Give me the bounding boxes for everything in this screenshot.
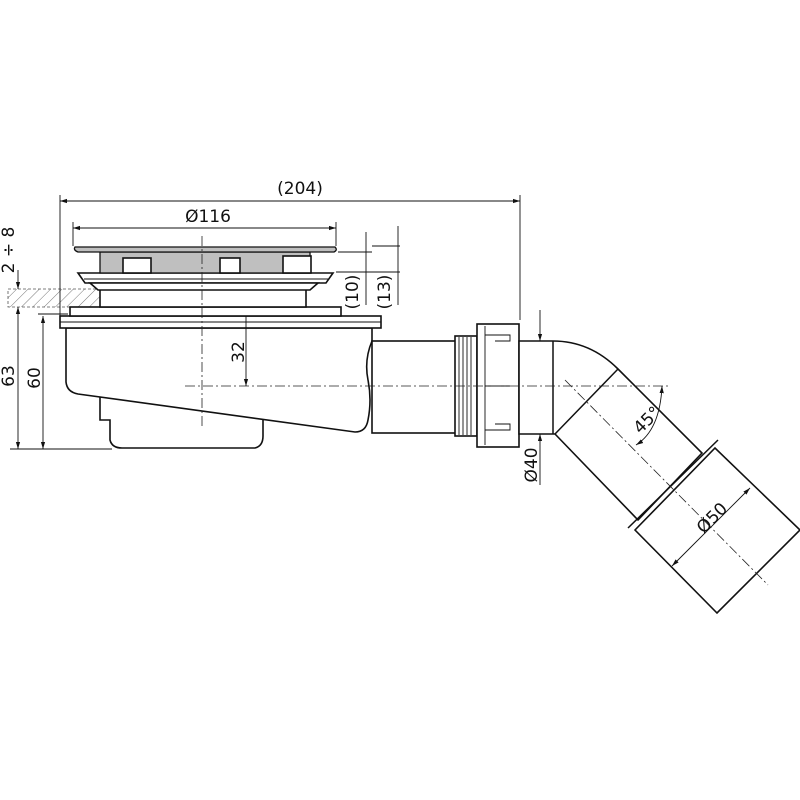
- outlet-pipe: [371, 335, 478, 437]
- dim-tile-thickness: 2 ÷ 8: [0, 227, 19, 274]
- dim-outlet-axis-depth: 32: [229, 341, 249, 363]
- dim-height-body: 60: [25, 367, 45, 389]
- dim-overall-length: (204): [277, 179, 323, 199]
- dimension-lines: [10, 195, 751, 567]
- dim-grate-height-b: (13): [375, 275, 395, 310]
- drain-grate: [73, 246, 337, 291]
- dim-height-total: 63: [0, 365, 19, 387]
- dim-grate-height-a: (10): [343, 275, 363, 310]
- floor-tile: [7, 288, 101, 308]
- dim-grate-diameter: Ø116: [185, 207, 231, 227]
- drain-body: [59, 287, 382, 449]
- dim-outlet-diameter: Ø40: [522, 447, 542, 482]
- union-nut: [476, 323, 520, 448]
- elbow-45: [518, 340, 800, 615]
